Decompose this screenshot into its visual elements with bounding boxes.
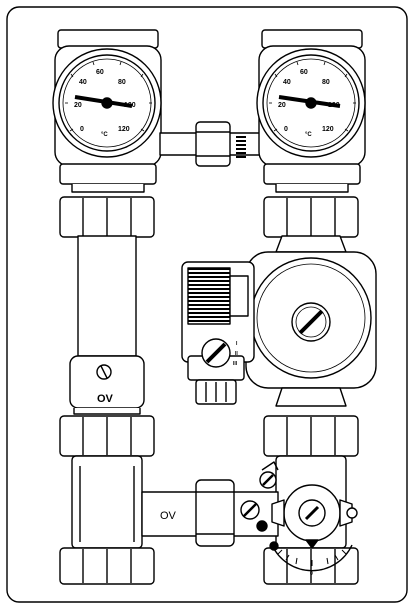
- mixing-valve-scale: [271, 539, 353, 572]
- pump-speed-selector: [201, 338, 231, 368]
- bottom-ov-label: OV: [160, 510, 177, 522]
- left-gauge-tick-labels: 0 20 40 60 80 100 120 °C: [74, 69, 136, 138]
- left-check-valve-screw: [96, 364, 112, 380]
- speed-mark-3: III: [233, 361, 238, 367]
- right-gauge-tick-20: 20: [278, 102, 286, 109]
- bypass-adjust-screw: [240, 500, 260, 520]
- right-gauge-tick-labels: 0 20 40 60 80 100 120 °C: [278, 69, 340, 138]
- top-bypass-pipe: [159, 121, 265, 167]
- pump-terminal-box: [181, 261, 255, 405]
- left-upper-union-nut: [59, 196, 155, 238]
- left-thermometer: [52, 48, 162, 158]
- left-ov-label: OV: [97, 393, 114, 405]
- speed-mark-2: II: [235, 351, 238, 357]
- left-bottom-nut: [59, 547, 155, 585]
- right-upper-union-nut: [263, 196, 359, 238]
- right-lower-union-nut: [263, 415, 359, 457]
- right-gauge-tick-80: 80: [322, 79, 330, 86]
- right-gauge-unit: °C: [305, 132, 312, 138]
- pump-speed-marks: I II III: [233, 341, 238, 367]
- right-gauge-tick-100: 100: [328, 102, 340, 109]
- mixing-valve: [271, 484, 358, 542]
- mixer-side-screws: [256, 520, 279, 551]
- speed-mark-1: I: [236, 341, 238, 347]
- bypass-valve-marking: [236, 136, 246, 160]
- left-gauge-tick-120: 120: [118, 126, 130, 133]
- left-return-pipe: [69, 235, 145, 415]
- left-gauge-tick-100: 100: [124, 102, 136, 109]
- left-gauge-tick-20: 20: [74, 102, 82, 109]
- left-lower-union-nut: [59, 415, 155, 457]
- right-thermometer: [256, 48, 366, 158]
- right-gauge-tick-60: 60: [300, 69, 308, 76]
- left-gauge-tick-0: 0: [80, 126, 84, 133]
- right-gauge-tick-120: 120: [322, 126, 334, 133]
- diagram-border: [6, 6, 408, 603]
- left-gauge-unit: °C: [101, 132, 108, 138]
- right-gauge-tick-0: 0: [284, 126, 288, 133]
- mixer-top-thermostat: [259, 461, 279, 489]
- pump-vent-screw: [291, 302, 331, 342]
- left-gauge-tick-40: 40: [79, 79, 87, 86]
- left-gauge-tick-60: 60: [96, 69, 104, 76]
- mixing-scale-zero: 0: [310, 571, 313, 577]
- left-bottom-tee: [71, 455, 143, 549]
- left-gauge-tick-80: 80: [118, 79, 126, 86]
- right-gauge-tick-40: 40: [283, 79, 291, 86]
